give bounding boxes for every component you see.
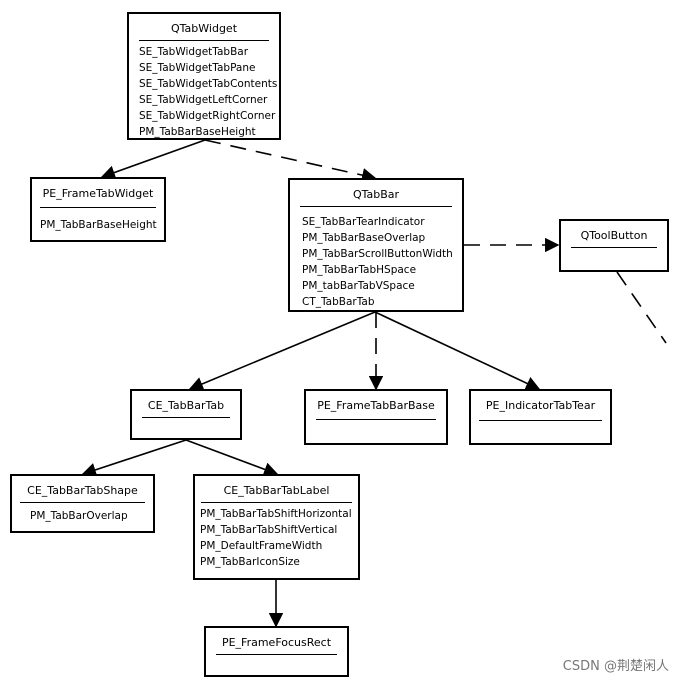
node-pe-indicatortabtear: PE_IndicatorTabTear — [469, 389, 612, 445]
node-qtabwidget: QTabWidget SE_TabWidgetTabBar SE_TabWidg… — [127, 12, 281, 140]
node-ce-tabbartabshape: CE_TabBarTabShape PM_TabBarOverlap — [10, 474, 155, 533]
node-pe-framefocusrect: PE_FrameFocusRect — [204, 626, 349, 677]
node-title: CE_TabBarTabShape — [27, 484, 138, 497]
node-title: CE_TabBarTabLabel — [223, 484, 330, 497]
node-item: SE_TabWidgetTabBar — [139, 46, 249, 58]
node-items: SE_TabBarTearIndicator PM_TabBarBaseOver… — [302, 214, 453, 310]
node-item: PM_TabBarTabHSpace — [302, 264, 417, 276]
node-items: PM_TabBarOverlap — [30, 508, 128, 524]
node-item: PM_TabBarOverlap — [30, 510, 128, 522]
node-items: PM_TabBarTabShiftHorizontal PM_TabBarTab… — [200, 506, 352, 570]
node-qtabbar: QTabBar SE_TabBarTearIndicator PM_TabBar… — [288, 178, 464, 312]
node-title: QTabWidget — [170, 22, 238, 35]
node-pe-frametabbarbase: PE_FrameTabBarBase — [304, 389, 448, 445]
node-item: PM_DefaultFrameWidth — [200, 540, 323, 552]
node-items: PM_TabBarBaseHeight — [40, 217, 157, 233]
node-item: PM_TabBarTabShiftHorizontal — [200, 508, 352, 520]
node-separator — [201, 502, 352, 503]
node-item: PM_TabBarBaseOverlap — [302, 232, 426, 244]
node-item: CT_TabBarTab — [302, 296, 375, 308]
node-separator — [571, 247, 657, 248]
node-separator — [40, 207, 156, 208]
edge-qtabbar-to-pe_indicatortabtear — [374, 311, 541, 391]
node-item: PM_TabBarScrollButtonWidth — [302, 248, 453, 260]
edge-ce_tabbartab-to-ce_tabbartablabel — [185, 439, 279, 477]
edge-qtabwidget-to-qtabbar — [204, 139, 377, 183]
node-title: QTabBar — [352, 188, 400, 201]
node-separator — [216, 654, 337, 655]
node-title: CE_TabBarTab — [147, 399, 225, 412]
node-title: PE_FrameTabWidget — [42, 187, 154, 200]
node-title: PE_FrameFocusRect — [221, 636, 332, 649]
node-separator — [139, 40, 269, 41]
node-title: QToolButton — [580, 229, 648, 242]
node-pe-frametabwidget: PE_FrameTabWidget PM_TabBarBaseHeight — [30, 177, 166, 242]
node-separator — [479, 420, 602, 421]
node-separator — [316, 419, 436, 420]
edge-qtabwidget-to-pe_frametabwidget — [100, 139, 206, 180]
node-title: PE_IndicatorTabTear — [485, 399, 596, 412]
node-item: PM_tabBarTabVSpace — [302, 280, 415, 292]
node-item: SE_TabWidgetTabPane — [139, 62, 256, 74]
node-item: PM_TabBarTabShiftVertical — [200, 524, 338, 536]
node-item: SE_TabBarTearIndicator — [302, 216, 425, 228]
node-ce-tabbartablabel: CE_TabBarTabLabel PM_TabBarTabShiftHoriz… — [193, 474, 360, 580]
node-items: SE_TabWidgetTabBar SE_TabWidgetTabPane S… — [139, 44, 277, 140]
edge-ce_tabbartab-to-ce_tabbartabshape — [81, 439, 187, 477]
node-item: PM_TabBarIconSize — [200, 556, 300, 568]
edge-qtoolbutton-tail — [616, 271, 667, 344]
node-item: PM_TabBarBaseHeight — [139, 126, 256, 138]
node-separator — [300, 206, 452, 207]
node-separator — [142, 417, 230, 418]
node-separator — [20, 502, 145, 503]
node-ce-tabbartab: CE_TabBarTab — [130, 389, 242, 440]
edge-qtabbar-to-ce_tabbartab — [188, 311, 376, 391]
node-qtoolbutton: QToolButton — [559, 219, 669, 272]
node-title: PE_FrameTabBarBase — [317, 399, 435, 412]
node-item: SE_TabWidgetRightCorner — [139, 110, 276, 122]
node-item: SE_TabWidgetLeftCorner — [139, 94, 268, 106]
node-item: PM_TabBarBaseHeight — [40, 219, 157, 231]
node-item: SE_TabWidgetTabContents — [139, 78, 278, 90]
watermark: CSDN @荆楚闲人 — [562, 659, 669, 674]
